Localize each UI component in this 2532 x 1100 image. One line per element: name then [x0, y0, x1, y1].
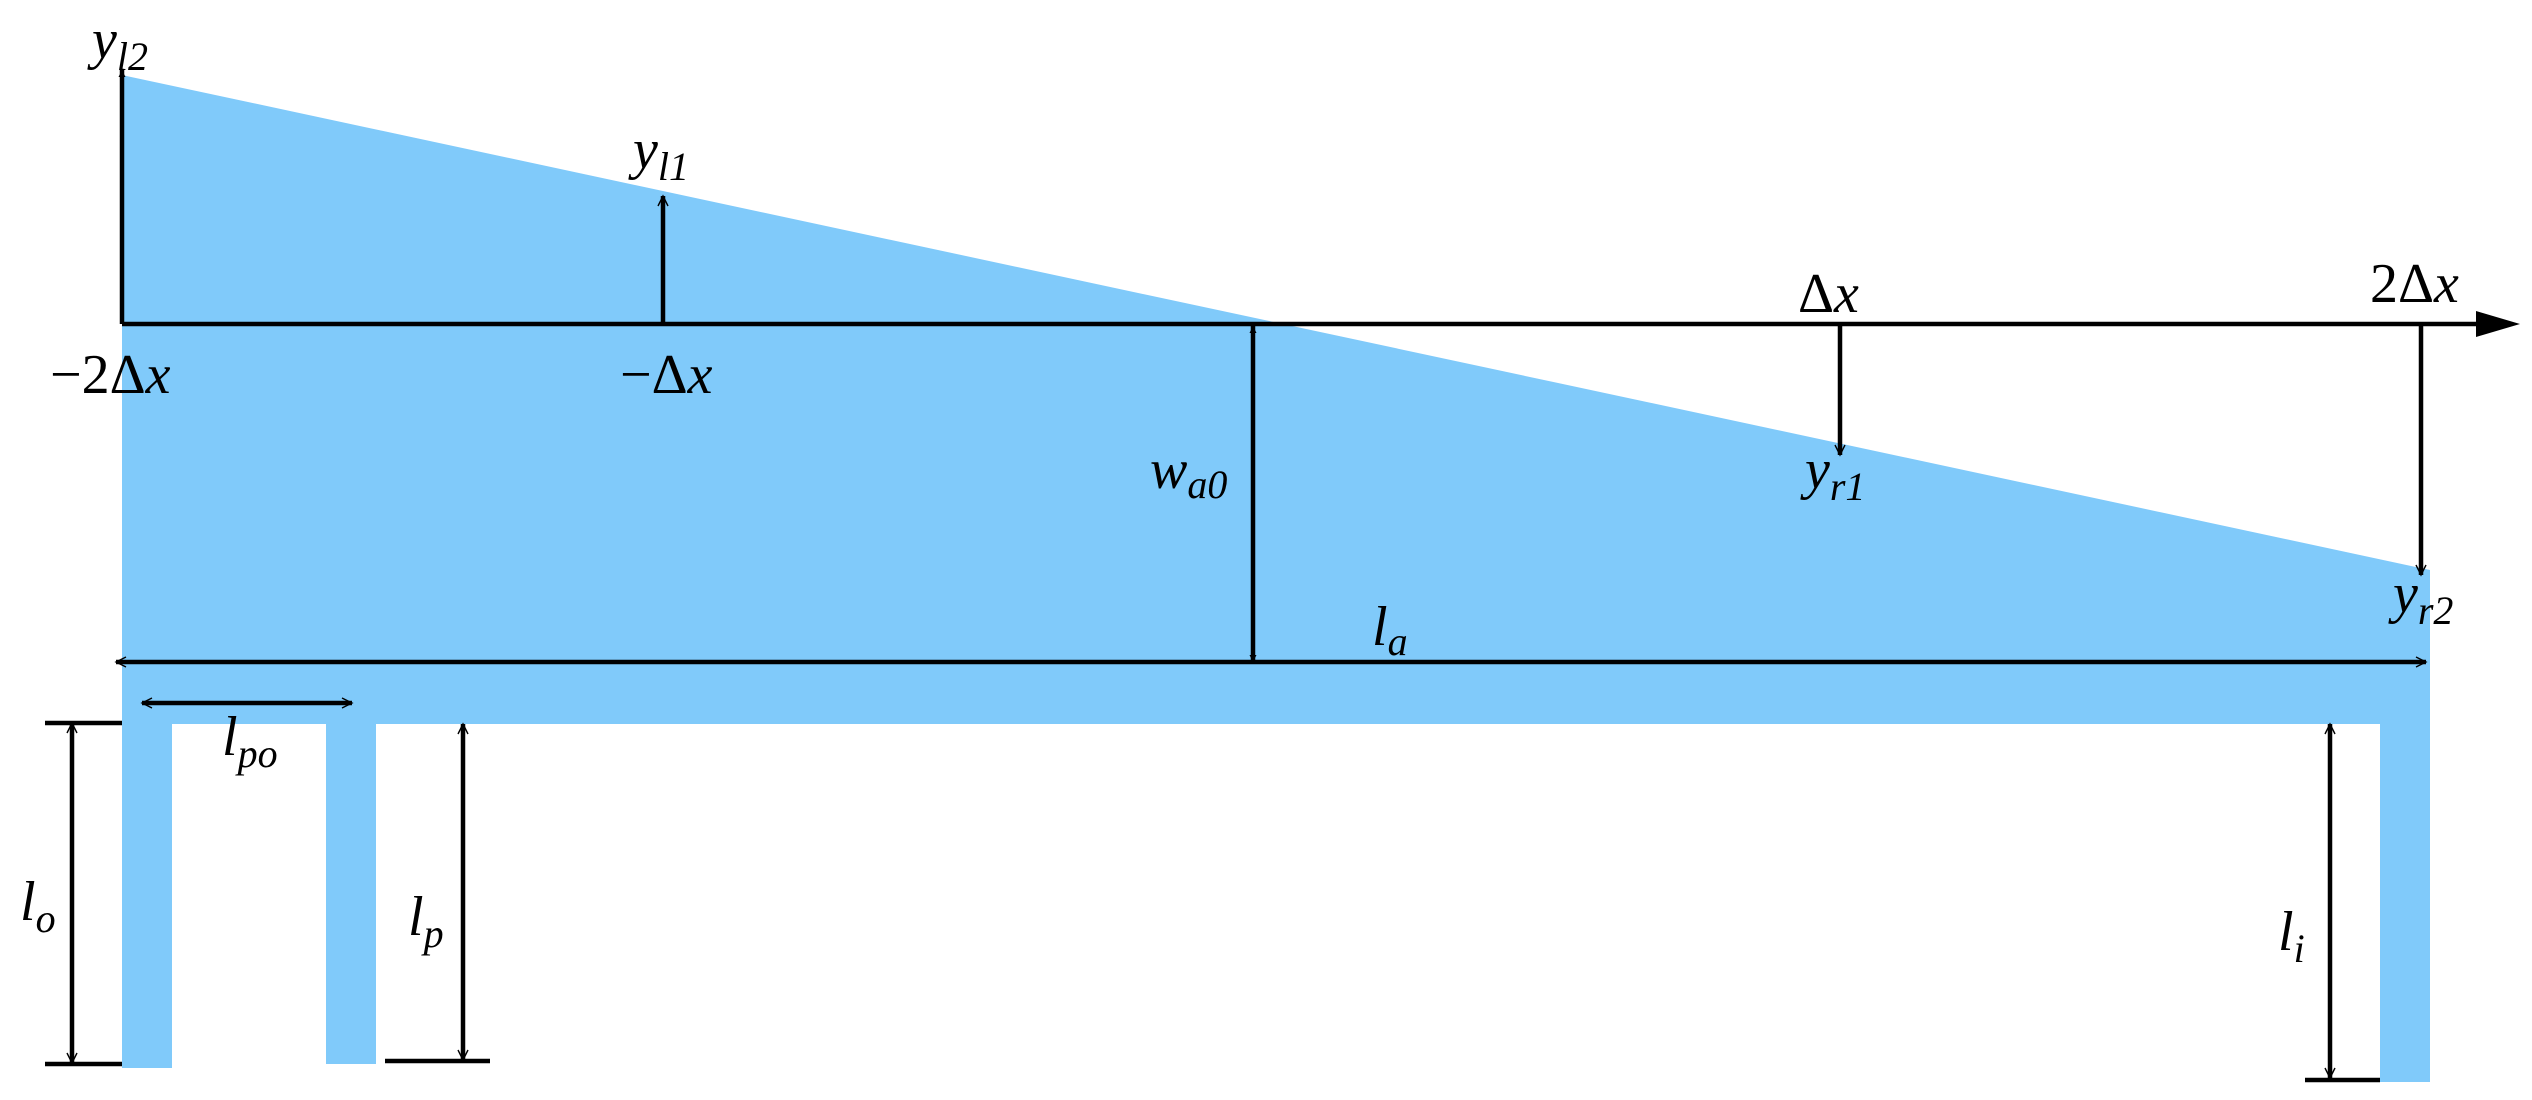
label-y-r2: yr2	[2388, 563, 2453, 633]
blue-shapes	[122, 75, 2430, 1082]
right-leg	[2380, 720, 2430, 1082]
label-l-i: li	[2278, 901, 2305, 971]
x-axis-arrowhead	[2476, 311, 2520, 337]
label-y-r1: yr1	[1800, 439, 1865, 509]
label-x-neg1: −Δx	[620, 344, 713, 406]
label-y-l2: yl2	[87, 9, 148, 79]
label-x-neg2: −2Δx	[50, 344, 171, 406]
inner-post-leg	[326, 720, 376, 1064]
label-x-pos2: 2Δx	[2370, 253, 2459, 315]
label-l-o: lo	[20, 871, 56, 941]
labels: yl2 yl1 −2Δx −Δx Δx 2Δx wa0 yr1 yr2 la l	[20, 9, 2459, 971]
label-y-l1: yl1	[628, 119, 689, 189]
label-l-po: lpo	[222, 706, 278, 776]
wedge-shape	[122, 75, 2430, 724]
label-x-pos1: Δx	[1798, 263, 1859, 325]
lines	[45, 70, 2520, 1083]
label-l-p: lp	[408, 886, 444, 956]
label-l-a: la	[1372, 596, 1408, 664]
beam-bar	[122, 665, 2430, 723]
label-w-a0: wa0	[1150, 439, 1227, 507]
outer-leg	[122, 720, 172, 1068]
